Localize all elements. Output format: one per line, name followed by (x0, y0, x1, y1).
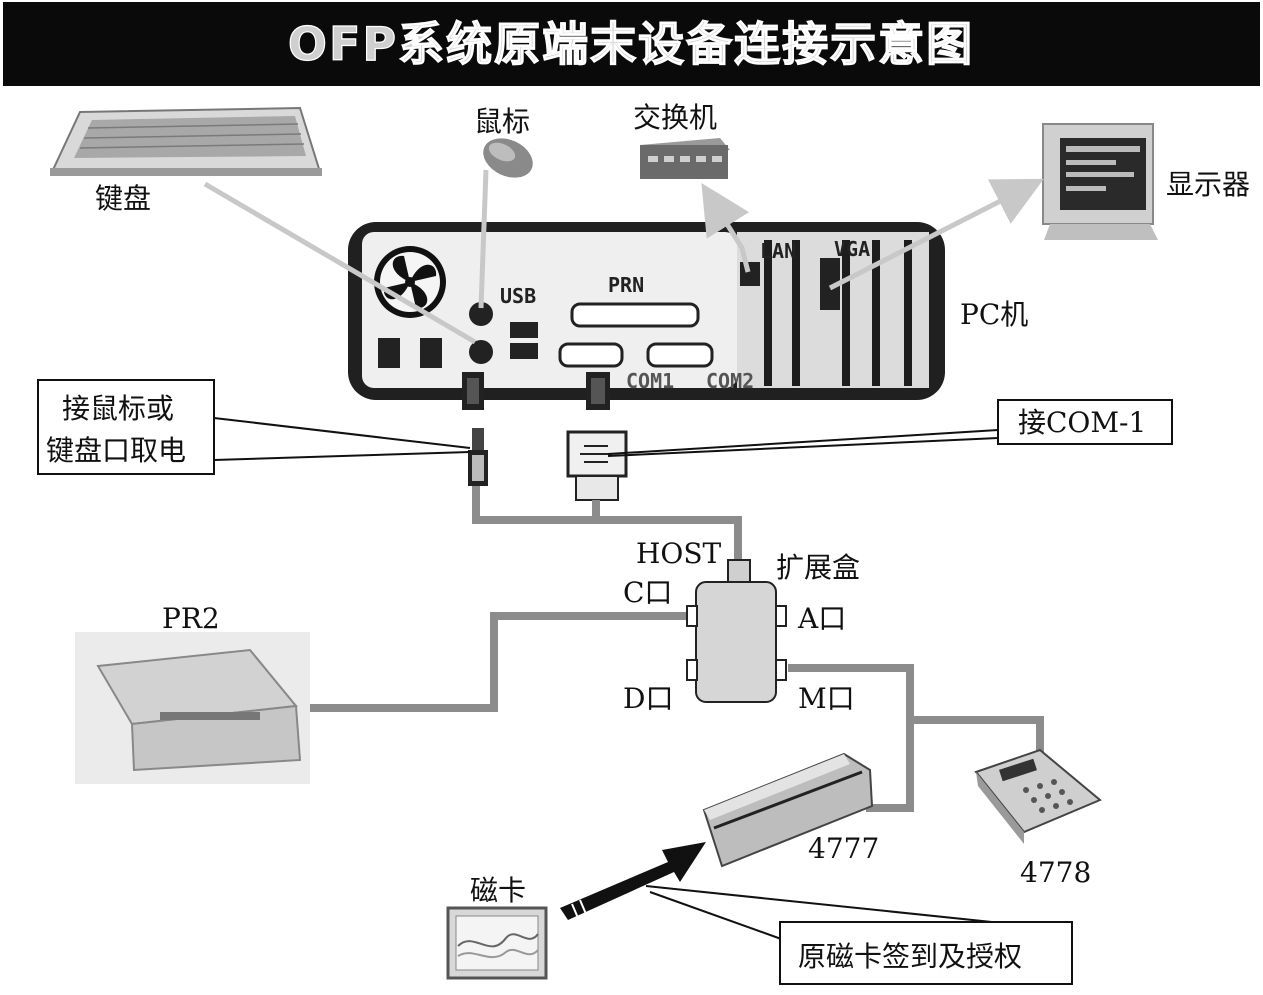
monitor-label: 显示器 (1166, 168, 1250, 201)
port-c-label: C口 (623, 576, 672, 609)
com-callout: 接COM-1 (607, 399, 1173, 457)
expansion-box-label: 扩展盒 (776, 551, 860, 584)
com1-port-label: COM1 (626, 369, 674, 393)
mouse-cable (478, 169, 489, 309)
card-reader-icon (702, 752, 874, 868)
switch-cable (701, 183, 751, 273)
power-callout-line2: 键盘口取电 (46, 434, 186, 467)
keypad-label: 4778 (1020, 856, 1091, 889)
lan-port-label: LAN (760, 239, 796, 263)
usb-port-label: USB (500, 284, 536, 308)
keypad-icon (974, 748, 1102, 844)
printer-cable (308, 612, 690, 712)
expansion-box (686, 559, 787, 703)
card-callout-text: 原磁卡签到及授权 (798, 940, 1022, 973)
com1-plug (586, 372, 610, 410)
power-connector (468, 428, 488, 486)
port-a-label: A口 (797, 602, 846, 635)
title-bar: OFP系统原端末设备连接示意图 (3, 2, 1260, 86)
port-m-label: M口 (798, 682, 855, 715)
host-label: HOST (636, 537, 722, 570)
switch-label: 交换机 (633, 101, 717, 134)
card-callout: 原磁卡签到及授权 (645, 885, 1073, 985)
swipe-arrow (560, 842, 706, 920)
card-reader-label: 4777 (808, 832, 879, 865)
printer-icon (75, 632, 310, 784)
mouse-label: 鼠标 (474, 105, 530, 138)
magnetic-card-label: 磁卡 (470, 874, 526, 907)
pc-label: PC机 (960, 298, 1028, 331)
keyboard-label: 键盘 (95, 182, 151, 215)
monitor-icon (1042, 123, 1158, 240)
reader-cable (866, 720, 914, 812)
mouse-icon (483, 138, 533, 178)
com-callout-text: 接COM-1 (1018, 406, 1146, 439)
fan-icon (374, 246, 446, 318)
keyboard-cable (203, 181, 477, 345)
power-callout-line1: 接鼠标或 (62, 392, 174, 425)
prn-port-label: PRN (608, 273, 644, 297)
power-callout: 接鼠标或 键盘口取电 (37, 379, 471, 475)
magnetic-card-icon (446, 906, 548, 980)
power-cable (472, 486, 742, 575)
db9-connector (566, 430, 628, 501)
com2-port-label: COM2 (706, 369, 754, 393)
ps2-plug (462, 372, 484, 410)
vga-port-label: VGA (834, 237, 870, 261)
printer-label: PR2 (162, 602, 220, 635)
port-d-label: D口 (623, 682, 673, 715)
switch-icon (640, 138, 730, 179)
keyboard-icon (50, 106, 322, 176)
pc-back-panel: USB PRN LAN VGA COM1 COM2 (348, 222, 945, 400)
monitor-cable (828, 178, 1044, 291)
title-text: OFP系统原端末设备连接示意图 (288, 17, 974, 71)
